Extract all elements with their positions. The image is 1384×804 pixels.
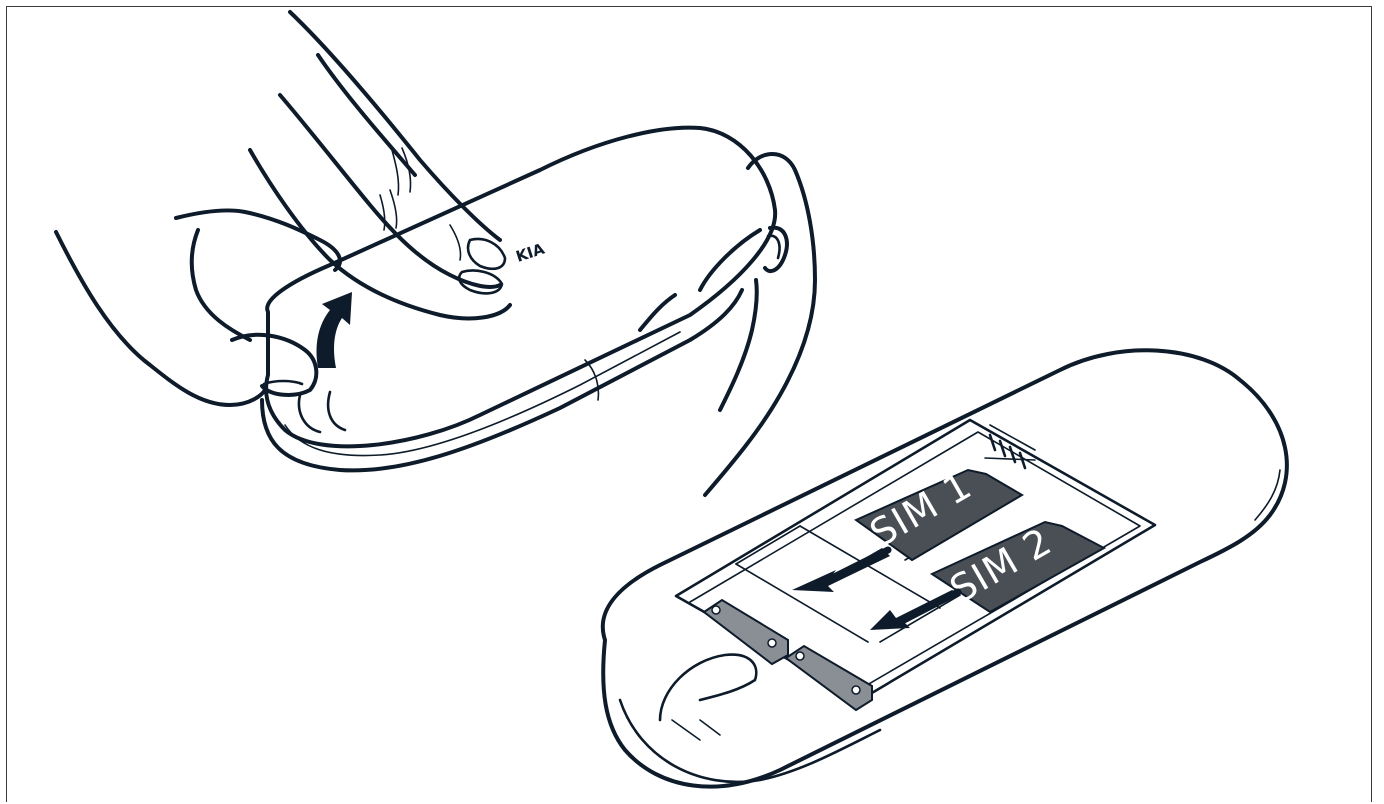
sim-slot-1-clip: [704, 600, 788, 664]
left-hand: [56, 12, 510, 405]
nokia-logo: KIA: [514, 240, 547, 266]
sim-slot-2-clip: [786, 646, 872, 710]
lift-arrow-icon: [317, 292, 353, 368]
logo-text: KIA: [514, 240, 547, 266]
insert-arrow-icon-2: [870, 590, 960, 630]
right-hand: [585, 154, 815, 495]
